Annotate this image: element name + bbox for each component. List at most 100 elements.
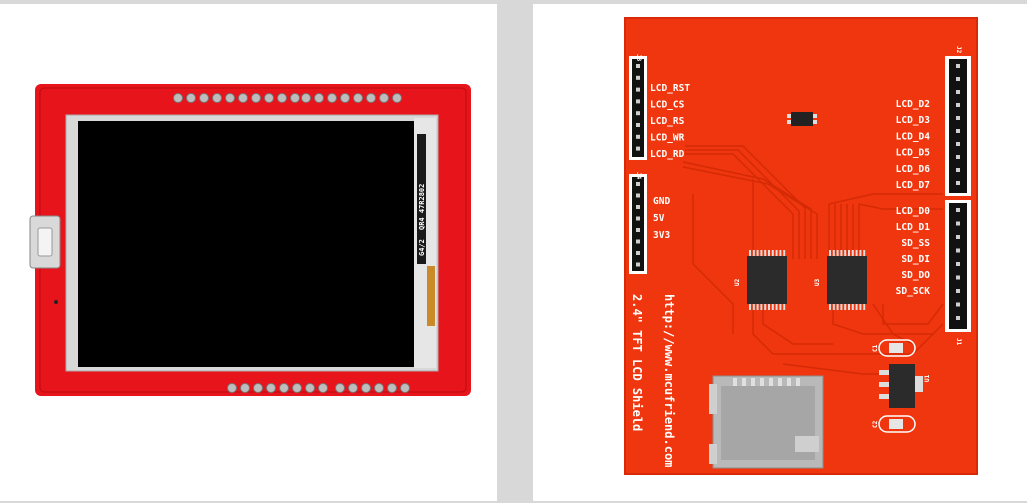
right-header-pins [956,64,960,320]
bottom-header-pads [227,383,410,393]
header-pad [266,383,276,393]
ic-u2 [747,256,787,304]
pin-label: LCD_D0 [896,206,931,217]
header-pad [251,93,261,103]
header-pad [379,93,389,103]
label-j2: J2 [955,46,962,54]
cap-c2 [889,419,903,429]
header-pad [305,383,315,393]
header-pad [277,93,287,103]
header-pad [279,383,289,393]
ic-u3 [827,256,867,304]
header-pad [240,383,250,393]
header-j3 [632,59,644,157]
header-pad [353,93,363,103]
header-pad [212,93,222,103]
header-pin [956,275,960,280]
header-pad [227,383,237,393]
header-pin [636,134,640,139]
pin-label: LCD_D2 [896,99,930,110]
header-pin [636,111,640,116]
front-photo: QR4 47R2802 G4/2 [0,4,497,501]
header-pin [956,248,960,253]
pin-label: LCD_D4 [896,131,931,142]
label-u2: U2 [734,278,741,286]
pin-label: GND [653,196,670,207]
header-j2 [949,59,967,193]
header-pad [186,93,196,103]
pin-label: LCD_D5 [896,148,931,159]
header-pin [956,77,960,81]
header-pin [956,103,960,107]
header-pin [956,181,960,185]
header-pin [636,205,640,209]
top-header-pads [173,93,402,103]
label-c1: C1 [872,344,879,352]
pin-label: LCD_RD [650,149,685,160]
header-pin [956,235,960,239]
header-pad [292,383,302,393]
lcd-screen [78,121,414,367]
header-pin [636,262,640,267]
cap-c1 [889,343,903,353]
label-c2: C2 [872,420,879,428]
website-url: http://www.mcufriend.com [662,294,676,467]
header-pin [636,64,640,68]
header-pin [956,129,960,133]
reset-button-cap [37,227,53,257]
product-name: 2.4" TFT LCD Shield [630,294,644,431]
header-pin [636,193,640,198]
header-pin [636,182,640,186]
header-pin [956,302,960,307]
header-pin [956,142,960,146]
pin-label: LCD_D3 [896,115,931,126]
label-j1: J1 [955,338,962,346]
label-u3: U3 [814,278,821,286]
header-pad [348,383,358,393]
header-pad [361,383,371,393]
header-pin [956,221,960,226]
header-pad [264,93,274,103]
pin-label: LCD_WR [650,133,685,144]
pin-label: LCD_CS [650,100,685,111]
header-pin [636,251,640,255]
header-pin [636,228,640,232]
header-pin [956,155,960,159]
pin-label: LCD_D1 [896,222,931,233]
header-pad [173,93,183,103]
screen-marking-2: G4/2 [418,239,426,256]
back-pcb-edge [624,17,978,475]
pin-label: SD_SCK [896,286,931,297]
header-pin [956,64,960,68]
header-pad [290,93,300,103]
pin-label: LCD_RS [650,116,685,127]
header-pad [301,93,311,103]
header-pad [392,93,402,103]
header-pin [956,116,960,120]
led-dot [54,300,58,304]
header-pin [636,87,640,92]
header-pin [636,75,640,80]
header-pin [636,123,640,127]
pin-label: LCD_D7 [896,180,930,191]
header-pin [636,239,640,244]
header-pad [366,93,376,103]
header-pad [340,93,350,103]
header-pin [636,216,640,221]
header-pin [956,316,960,320]
screen-marking-1: QR4 47R2802 [418,184,426,230]
left-header-pins [636,64,640,267]
pin-label: 5V [653,213,665,224]
header-pin [636,146,640,151]
header-pad [374,383,384,393]
pin-label: LCD_D6 [896,164,931,175]
pin-label: SD_DI [901,254,930,265]
header-pin [956,262,960,266]
small-component [791,112,813,126]
label-j3: J3 [635,54,642,62]
back-board-drawing: J3 J4 J2 J1 LCD_RSTLCD_CSLCD_RSLCD_WRLCD… [624,17,978,475]
cap-c1-outline [878,339,916,357]
header-pad [199,93,209,103]
lcd-marking-strip [417,134,426,264]
